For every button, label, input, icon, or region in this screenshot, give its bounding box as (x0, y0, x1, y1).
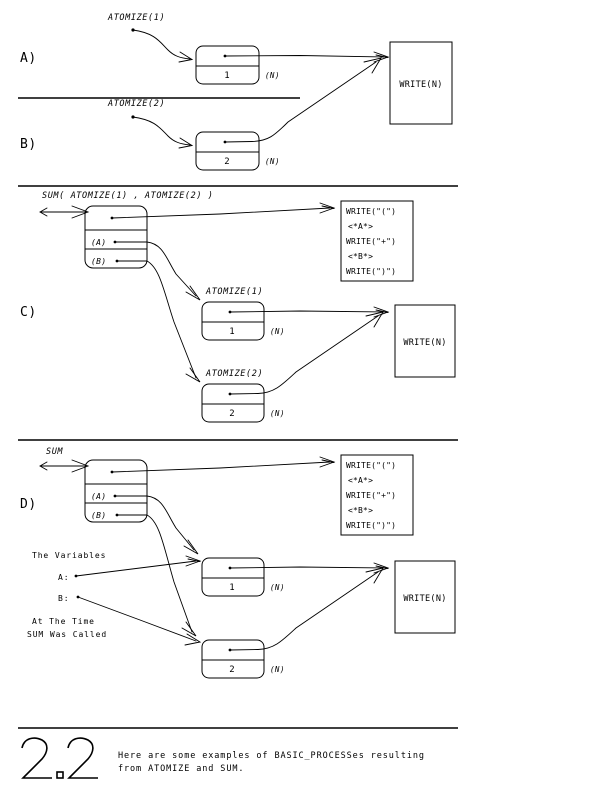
section-d-code-box: WRITE("(") <*A*> WRITE("+") <*B*> WRITE(… (340, 454, 414, 536)
section-d-child-box-1 (201, 557, 265, 597)
section-c-code-line-2: <*A*> (348, 222, 373, 231)
section-c-child2-to-write-arrow (229, 311, 384, 395)
annotation-var-b: B: (58, 594, 69, 603)
write-box-ab: WRITE(N) (389, 41, 453, 125)
annotation-var-a: A: (58, 573, 69, 582)
section-c-code-line-4: <*B*> (348, 252, 373, 261)
section-a-node: 1 (N) (195, 45, 280, 85)
section-d-child-value-1: 1 (229, 583, 234, 593)
section-d-code-line-4: <*B*> (348, 506, 373, 515)
write-box-c-rect (394, 304, 456, 378)
section-c-child-tag-2: (N) (270, 409, 285, 418)
section-d-slot-b-arrow (116, 514, 197, 637)
section-d-slot-b: (B) (91, 511, 106, 520)
section-d-child-node-1: 1 (N) (201, 557, 285, 597)
write-box-d: WRITE(N) (394, 560, 456, 634)
section-c-call-label: SUM( ATOMIZE(1) , ATOMIZE(2) ) (42, 191, 214, 201)
section-b-call-arrow (131, 115, 194, 149)
section-c-code-box: WRITE("(") <*A*> WRITE("+") <*B*> WRITE(… (340, 200, 414, 282)
figure-number: 2.2 (21, 737, 98, 790)
section-d-sum-node: (A) (B) (84, 459, 148, 523)
section-c-code-box-rect (340, 200, 414, 282)
section-c-entry-arrow (39, 205, 90, 219)
write-box-ab-rect (389, 41, 453, 125)
section-d-code-line-5: WRITE(")") (346, 521, 396, 530)
section-d-code-line-1: WRITE("(") (346, 461, 396, 470)
section-b-node-value: 2 (224, 157, 229, 167)
section-b-call-label: ATOMIZE(2) (107, 99, 165, 109)
section-a-node-box (195, 45, 260, 85)
section-b-node-tag: (N) (265, 157, 280, 166)
section-c-slot-a-arrow (114, 241, 201, 301)
section-d-code-box-rect (340, 454, 414, 536)
section-c-sum-node: (A) (B) (84, 205, 148, 269)
section-d: D) SUM (A) (B) (20, 447, 456, 679)
section-a-call-arrow (131, 28, 194, 63)
section-c-child-value-1: 1 (229, 327, 234, 337)
section-d-annotations: The Variables A: B: At The Time SUM Was … (27, 551, 202, 646)
write-box-d-rect (394, 560, 456, 634)
section-d-slot-a-arrow (114, 495, 199, 555)
write-box-c: WRITE(N) (394, 304, 456, 378)
section-b-to-write-arrow (224, 57, 382, 143)
section-c-child-label-1: ATOMIZE(1) (205, 287, 263, 297)
section-c-code-line-1: WRITE("(") (346, 207, 396, 216)
section-d-child-box-2 (201, 639, 265, 679)
section-d-sum-box (84, 459, 148, 523)
section-c-slot-b-arrow (116, 260, 201, 383)
annotation-footer-1: At The Time (32, 617, 95, 626)
section-b: B) ATOMIZE(2) 2 (N) (20, 57, 382, 171)
section-d-child-node-2: 2 (N) (201, 639, 285, 679)
section-c-child-node-2: 2 (N) (201, 383, 285, 423)
section-c: C) SUM( ATOMIZE(1) , ATOMIZE(2) ) (A) (B… (20, 191, 456, 423)
write-box-c-label: WRITE(N) (403, 338, 446, 348)
figure-number-text: 2.2 (22, 789, 23, 790)
section-a-call-label: ATOMIZE(1) (107, 13, 165, 23)
section-d-child-tag-2: (N) (270, 665, 285, 674)
section-b-letter: B) (20, 137, 37, 152)
section-d-to-codebox-arrow (111, 456, 336, 473)
section-c-child-box-1 (201, 301, 265, 341)
section-c-child1-to-write-arrow (229, 306, 390, 318)
section-c-code-line-5: WRITE(")") (346, 267, 396, 276)
section-d-letter: D) (20, 497, 37, 512)
caption-line-2: from ATOMIZE and SUM. (118, 764, 244, 774)
section-d-child-tag-1: (N) (270, 583, 285, 592)
section-c-slot-a: (A) (91, 238, 106, 247)
section-c-code-line-3: WRITE("+") (346, 237, 396, 246)
section-a-node-value: 1 (224, 71, 229, 81)
section-d-code-line-3: WRITE("+") (346, 491, 396, 500)
section-c-child-label-2: ATOMIZE(2) (205, 369, 263, 379)
section-a-to-write-arrow (224, 51, 390, 63)
section-a-letter: A) (20, 51, 37, 66)
section-d-entry-arrow (39, 459, 90, 473)
section-d-child-value-2: 2 (229, 665, 234, 675)
section-d-slot-a: (A) (91, 492, 106, 501)
section-c-letter: C) (20, 305, 37, 320)
section-c-child-tag-1: (N) (270, 327, 285, 336)
section-c-child-node-1: 1 (N) (201, 301, 285, 341)
section-c-sum-box (84, 205, 148, 269)
section-c-slot-b: (B) (91, 257, 106, 266)
section-d-code-line-2: <*A*> (348, 476, 373, 485)
write-box-ab-label: WRITE(N) (399, 80, 442, 90)
annotation-footer-2: SUM Was Called (27, 630, 107, 639)
section-d-child2-to-write-arrow (229, 567, 384, 651)
section-c-to-codebox-arrow (111, 202, 336, 219)
section-b-node-box (195, 131, 260, 171)
annotation-heading: The Variables (32, 551, 106, 560)
section-d-child1-to-write-arrow (229, 562, 390, 574)
section-b-node: 2 (N) (195, 131, 280, 171)
caption-line-1: Here are some examples of BASIC_PROCESSe… (118, 751, 425, 761)
section-a-node-tag: (N) (265, 71, 280, 80)
section-c-child-box-2 (201, 383, 265, 423)
section-d-call-label: SUM (46, 447, 63, 457)
section-c-child-value-2: 2 (229, 409, 234, 419)
section-a: A) ATOMIZE(1) 1 (N) (20, 13, 390, 85)
write-box-d-label: WRITE(N) (403, 594, 446, 604)
